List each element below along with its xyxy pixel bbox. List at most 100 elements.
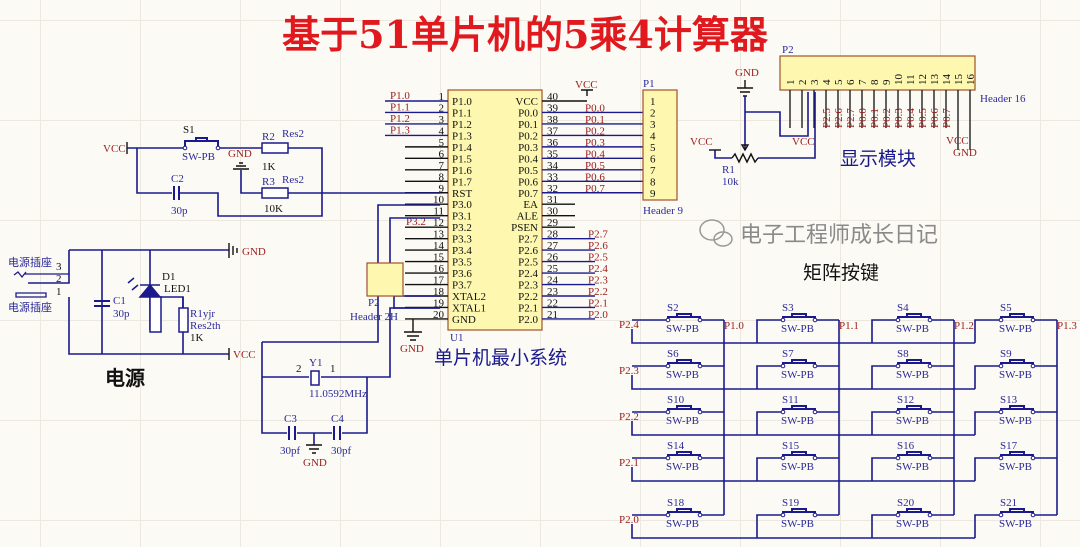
- mcu-right-pin-name: P2.5: [518, 257, 538, 269]
- keypad-switch-designator: S8: [897, 348, 909, 360]
- switch-contact: [665, 512, 671, 518]
- c4-designator: C4: [331, 413, 344, 425]
- jack-label-1: 电源插座: [8, 255, 52, 269]
- power-title: 电源: [105, 366, 145, 390]
- switch-contact: [697, 317, 703, 323]
- mcu-right-net-label: P2.2: [588, 286, 608, 298]
- gnd-symbol: [737, 80, 753, 97]
- keypad-wire: [871, 457, 897, 481]
- switch-contact: [665, 363, 671, 369]
- mcu-left-net-label: P1.2: [390, 113, 410, 125]
- display-header-body: [779, 55, 976, 91]
- mcu-right-pin-name: P0.3: [518, 142, 538, 154]
- mcu-left-pin-name: P3.1: [452, 211, 472, 223]
- keypad-switch-designator: S5: [1000, 302, 1012, 314]
- keypad-matrix: 矩阵按键 P2.4S2SW-PBS3SW-PBS4SW-PBS5SW-PBP2.…: [619, 262, 1077, 539]
- mcu-left-net-label: P1.0: [390, 90, 410, 102]
- keypad-switch: [897, 359, 931, 364]
- r1yjr-value: 1K: [190, 332, 204, 344]
- mcu-vcc-label: VCC: [575, 79, 598, 91]
- switch-contact: [998, 363, 1004, 369]
- c2-value: 30p: [171, 205, 188, 217]
- display-pin-number: 9: [881, 79, 893, 85]
- switch-contact: [780, 409, 786, 415]
- keypad-switch-type: SW-PB: [666, 461, 699, 473]
- y1-pin2: 2: [296, 363, 302, 375]
- display-net-label: P0.2: [881, 108, 893, 128]
- keypad-switch-type: SW-PB: [896, 415, 929, 427]
- keypad-switch-type: SW-PB: [999, 415, 1032, 427]
- mcu-left-pin-number: 20: [433, 309, 445, 321]
- mcu-left-pin-name: P1.1: [452, 107, 472, 119]
- switch-contact: [812, 512, 818, 518]
- switch-contact: [1030, 409, 1036, 415]
- mcu-body: [447, 89, 543, 331]
- keypad-switch-designator: S21: [1000, 497, 1017, 509]
- keypad-wire: [871, 365, 897, 389]
- header-p1-pin-number: 2: [650, 107, 656, 119]
- display-gnd-label: GND: [735, 67, 759, 79]
- c3-value: 30pf: [280, 445, 301, 457]
- capacitor-c2: [173, 186, 180, 200]
- mcu-left-pin-name: XTAL1: [452, 302, 486, 314]
- mcu-right-net-label: P0.4: [585, 148, 605, 160]
- keypad-switch-type: SW-PB: [666, 415, 699, 427]
- mcu-right-pin-name: P2.7: [518, 234, 538, 246]
- keypad-switch-type: SW-PB: [781, 323, 814, 335]
- c1-value: 30p: [113, 308, 130, 320]
- mcu-right-pin-name: P2.4: [518, 268, 538, 280]
- r2-value: 1K: [262, 161, 276, 173]
- switch-contact: [895, 317, 901, 323]
- header-2h-wires: [262, 204, 440, 343]
- switch-contact: [998, 317, 1004, 323]
- keypad-col-net-label: P1.2: [954, 320, 974, 332]
- mcu-left-pin-name: P1.6: [452, 165, 472, 177]
- mcu-left-pin-number: 19: [433, 297, 445, 309]
- mcu-left-pin-number: 16: [433, 263, 445, 275]
- power-circuit: GND VCC 电源插座 电源插座 3 2 1 C1 30p D1 LED1 R…: [8, 243, 266, 390]
- switch-contact: [1030, 363, 1036, 369]
- display-pin-number: 6: [845, 79, 857, 85]
- mcu-right-pin-number: 38: [547, 114, 559, 126]
- mcu-left-pin-name: GND: [452, 314, 476, 326]
- switch-contact: [780, 363, 786, 369]
- header-2h-designator: P2: [368, 297, 380, 309]
- keypad-switch: [782, 405, 816, 410]
- keypad-switch-designator: S10: [667, 394, 685, 406]
- mcu-left-pin-number: 8: [439, 171, 445, 183]
- resistor-r1yjr: [178, 307, 189, 333]
- keypad-switch-type: SW-PB: [896, 323, 929, 335]
- crystal-circuit: Y1 11.0592MHz 2 1 C3 30pf C4 30pf GND: [261, 307, 440, 469]
- vcc-symbol: [581, 89, 593, 96]
- keypad-switch: [782, 508, 816, 513]
- keypad-switch-designator: S6: [667, 348, 679, 360]
- header-p1-body: [642, 89, 678, 201]
- header-p1-pin-number: 9: [650, 188, 656, 200]
- display-pin-number: 10: [893, 74, 905, 86]
- display-type: Header 16: [980, 93, 1026, 105]
- keypad-wire: [974, 411, 1000, 435]
- mcu-right-net-label: P0.5: [585, 160, 605, 172]
- keypad-switch-designator: S2: [667, 302, 679, 314]
- switch-contact: [927, 409, 933, 415]
- keypad-switch-type: SW-PB: [666, 518, 699, 530]
- keypad-switch-designator: S20: [897, 497, 915, 509]
- switch-contact: [927, 512, 933, 518]
- switch-contact: [998, 455, 1004, 461]
- display-vcc-label: VCC: [792, 136, 815, 148]
- mcu-left-pin-name: P1.4: [452, 142, 472, 154]
- mcu-left-pin-number: 13: [433, 229, 445, 241]
- mcu-right-pin-number: 26: [547, 252, 559, 264]
- switch-contact: [927, 317, 933, 323]
- c3-designator: C3: [284, 413, 297, 425]
- header-p1-type: Header 9: [643, 205, 684, 217]
- mcu-left-pin-number: 18: [433, 286, 445, 298]
- mcu-right-pin-number: 36: [547, 137, 559, 149]
- mcu-right-pin-number: 34: [547, 160, 559, 172]
- keypad-switch-designator: S12: [897, 394, 914, 406]
- display-net-label: P0.4: [905, 108, 917, 128]
- wechat-icon-bubble: [713, 231, 733, 247]
- r3-value: 10K: [264, 203, 283, 215]
- keypad-row-wire: [631, 514, 975, 539]
